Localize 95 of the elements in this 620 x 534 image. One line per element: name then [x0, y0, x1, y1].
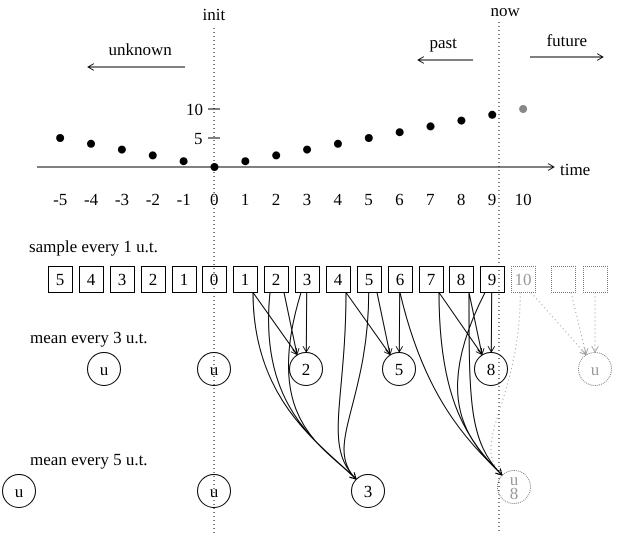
axis-tick-label: -4	[84, 190, 98, 208]
mean-circle	[382, 352, 416, 386]
axis-tick-label: 10	[514, 190, 532, 208]
sample-box	[202, 266, 226, 292]
sample-box	[550, 266, 576, 292]
sample-value: 5	[364, 270, 374, 288]
sample-box	[356, 266, 382, 292]
arrow	[252, 292, 298, 356]
sample-box	[448, 266, 474, 292]
mean-circle	[2, 474, 36, 508]
mean-value: u	[100, 360, 108, 378]
axis-tick-label: 8	[456, 190, 466, 208]
row-label: mean every 3 u.t.	[30, 328, 148, 346]
sample-box	[480, 266, 504, 292]
axis-tick-label: -2	[146, 190, 160, 208]
mean-value: u	[510, 473, 518, 487]
arrow	[468, 292, 484, 356]
sample-box	[326, 266, 350, 292]
marker-label: now	[490, 2, 520, 18]
row-label: sample every 1 u.t.	[29, 238, 158, 254]
mean-value: u	[590, 360, 600, 378]
mean-circle	[578, 352, 612, 386]
mean-value: 8	[486, 360, 496, 378]
row-label: mean every 5 u.t.	[30, 450, 148, 468]
arrow	[302, 292, 310, 352]
mean-circle	[351, 474, 385, 508]
arrow	[400, 292, 502, 476]
sample-box	[418, 266, 444, 292]
axis-tick-label: 1	[240, 190, 250, 208]
marker-label: init	[202, 6, 226, 22]
axis-label: time	[560, 160, 590, 178]
axis-tick-label: 5	[364, 190, 373, 208]
sample-value: 7	[426, 270, 436, 288]
sample-box	[232, 266, 258, 292]
sample-value: 5	[56, 270, 64, 288]
sample-box	[140, 266, 166, 292]
sample-value: 1	[240, 270, 250, 288]
sample-box	[172, 266, 196, 292]
arrow	[284, 292, 300, 356]
sample-box	[582, 266, 608, 292]
sample-value: 9	[488, 270, 496, 288]
region-label: unknown	[108, 40, 172, 58]
region-label: past	[430, 34, 457, 50]
sample-box	[388, 266, 412, 292]
mean-value: 8	[510, 487, 518, 501]
arrow	[346, 292, 390, 356]
arrow	[530, 292, 586, 356]
axis-tick-label: 5	[194, 130, 202, 146]
axis-tick-label: 10	[186, 100, 203, 118]
mean-circle	[497, 470, 531, 504]
sample-box	[78, 266, 104, 292]
axis-tick-label: 4	[333, 190, 342, 208]
mean-value: 2	[302, 360, 310, 378]
sample-value: 4	[86, 270, 96, 288]
axis-tick-label: -3	[114, 190, 130, 208]
axis-tick-label: 3	[302, 190, 312, 208]
mean-value: 3	[364, 482, 372, 500]
sample-box	[48, 266, 72, 292]
mean-value: 5	[394, 360, 404, 378]
arrow	[438, 292, 482, 356]
mean-circle	[289, 352, 323, 386]
axis-tick-label: 6	[395, 190, 404, 208]
axis-tick-label: 2	[272, 190, 280, 208]
arrow	[488, 292, 496, 352]
sample-box	[110, 266, 134, 292]
sample-value: 2	[272, 270, 280, 288]
axis-tick-label: 9	[488, 190, 496, 208]
mean-circle	[474, 352, 508, 386]
sample-value: 8	[456, 270, 466, 288]
arrow	[591, 292, 599, 352]
sample-value: 6	[396, 270, 404, 288]
sample-box	[510, 266, 536, 292]
mean-value: u	[210, 360, 218, 378]
arrow	[570, 292, 588, 356]
mean-value: u	[210, 482, 218, 500]
sample-value: 3	[302, 270, 312, 288]
sample-value: 10	[514, 270, 532, 288]
mean-value: u	[14, 482, 24, 500]
mean-circle	[197, 474, 231, 508]
sample-box	[294, 266, 320, 292]
sample-box	[264, 266, 288, 292]
axis-tick-label: -1	[176, 190, 191, 208]
sample-value: 0	[210, 270, 218, 288]
axis-tick-label: -5	[53, 190, 68, 208]
mean-circle	[87, 352, 121, 386]
region-label: future	[546, 32, 588, 48]
arrow	[376, 292, 392, 356]
arrow	[396, 292, 404, 352]
sample-value: 4	[334, 270, 342, 288]
axis-tick-label: 7	[426, 190, 435, 208]
sample-value: 2	[148, 270, 158, 288]
axis-tick-label: 0	[210, 190, 218, 208]
sample-value: 3	[118, 270, 126, 288]
sample-value: 1	[180, 270, 188, 288]
mean-circle	[197, 352, 231, 386]
